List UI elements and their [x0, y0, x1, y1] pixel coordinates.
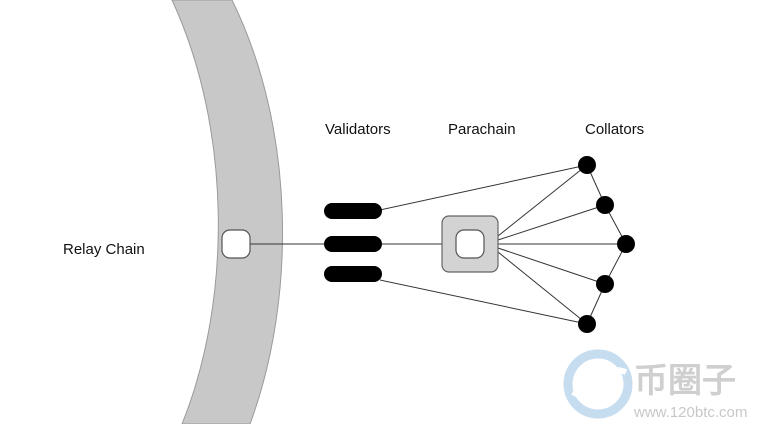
collator-node	[596, 275, 614, 293]
validators-label: Validators	[325, 121, 391, 138]
collator-node	[596, 196, 614, 214]
parachain-to-collator-4-line	[497, 247, 606, 285]
validators-group	[324, 203, 382, 282]
validator-node	[324, 203, 382, 219]
parachain-to-collator-2-line	[497, 204, 606, 241]
relay-chain-node	[221, 229, 251, 259]
validator-node	[324, 236, 382, 252]
collator-node	[578, 156, 596, 174]
watermark-logo-icon	[563, 349, 633, 419]
relay-chain-ring	[171, 0, 284, 424]
validator-bottom-to-collator-line	[379, 279, 588, 325]
collators-group	[578, 156, 635, 333]
parachain-label: Parachain	[448, 121, 516, 138]
watermark: 币圈子 www.120btc.com	[563, 349, 747, 421]
relay-chain-label: Relay Chain	[63, 241, 145, 258]
collator-node	[617, 235, 635, 253]
validator-top-to-collator-line	[379, 164, 588, 211]
collator-node	[578, 315, 596, 333]
parachain-to-collator-5-line	[497, 251, 588, 325]
validator-node	[324, 266, 382, 282]
parachain-to-collator-1-line	[497, 164, 588, 237]
parachain-inner-node	[455, 229, 485, 259]
collators-label: Collators	[585, 121, 644, 138]
watermark-url-text: www.120btc.com	[633, 404, 747, 421]
connection-lines	[250, 164, 627, 325]
watermark-brand-text: 币圈子	[634, 361, 736, 401]
